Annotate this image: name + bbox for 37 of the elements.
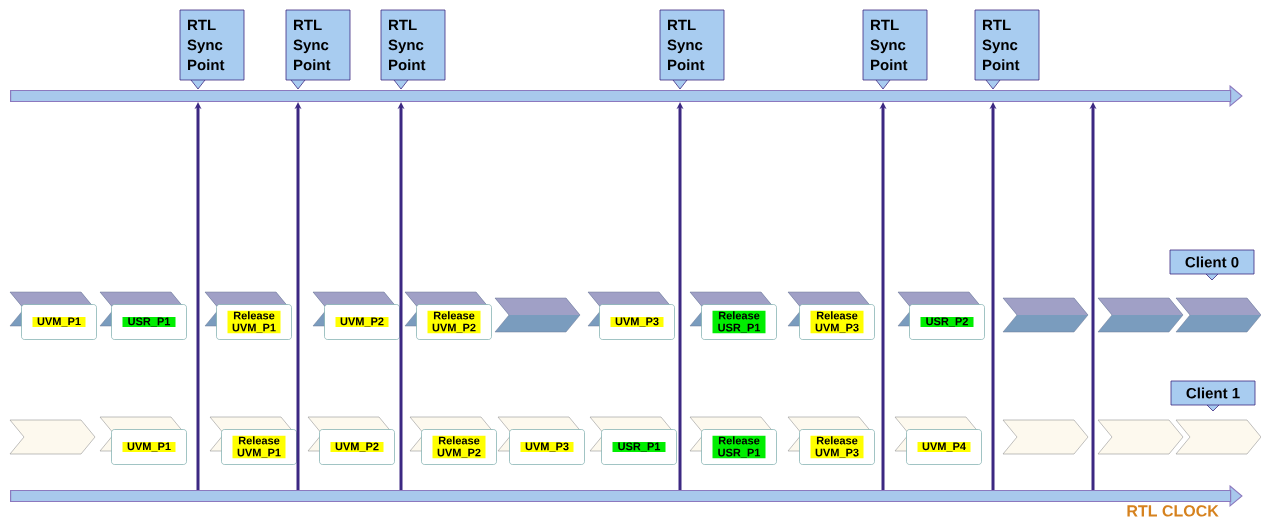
callout-box: RTL Sync Point [974,9,1040,90]
phase-step-box [1097,297,1184,333]
phase-step-box: Release USR_P1 [689,291,777,340]
phase-step-box: Release UVM_P1 [209,416,297,465]
callout-box: Client 0 [1169,249,1255,281]
phase-step-box: USR_P1 [99,291,187,340]
callout-box: RTL Sync Point [285,9,351,90]
phase-step-box: UVM_P2 [312,291,400,340]
phase-step-box: Release USR_P1 [689,416,777,465]
callout-box: RTL Sync Point [862,9,928,90]
phase-step-box: Release UVM_P2 [404,291,492,340]
phase-step-box [1002,297,1089,333]
phase-step-box: Release UVM_P3 [787,416,875,465]
phase-step-box [494,297,581,333]
phase-step-box: UVM_P3 [587,291,675,340]
timeline-band [10,85,1243,107]
phase-step-box: Release UVM_P2 [409,416,497,465]
phase-step-box: Release UVM_P3 [787,291,875,340]
phase-step-box [9,419,96,455]
phase-step-box [1097,419,1184,455]
callout-box: RTL Sync Point [659,9,725,90]
phase-step-box: UVM_P1 [99,416,187,465]
phase-step-box: UVM_P4 [894,416,982,465]
phase-step-box: UVM_P2 [307,416,395,465]
phase-step-box [1175,419,1261,455]
phase-step-box: UVM_P3 [497,416,585,465]
callout-box: Client 1 [1170,380,1256,412]
phase-step-box: USR_P1 [589,416,677,465]
phase-step-box [1002,419,1089,455]
phase-step-box [1175,297,1261,333]
phase-step-box: USR_P2 [897,291,985,340]
callout-box: RTL Sync Point [380,9,446,90]
timeline-band [10,485,1243,507]
callout-box: RTL Sync Point [179,9,245,90]
axis-label: RTL CLOCK [1127,505,1219,517]
phase-step-box: UVM_P1 [9,291,97,340]
phase-step-box: Release UVM_P1 [204,291,292,340]
